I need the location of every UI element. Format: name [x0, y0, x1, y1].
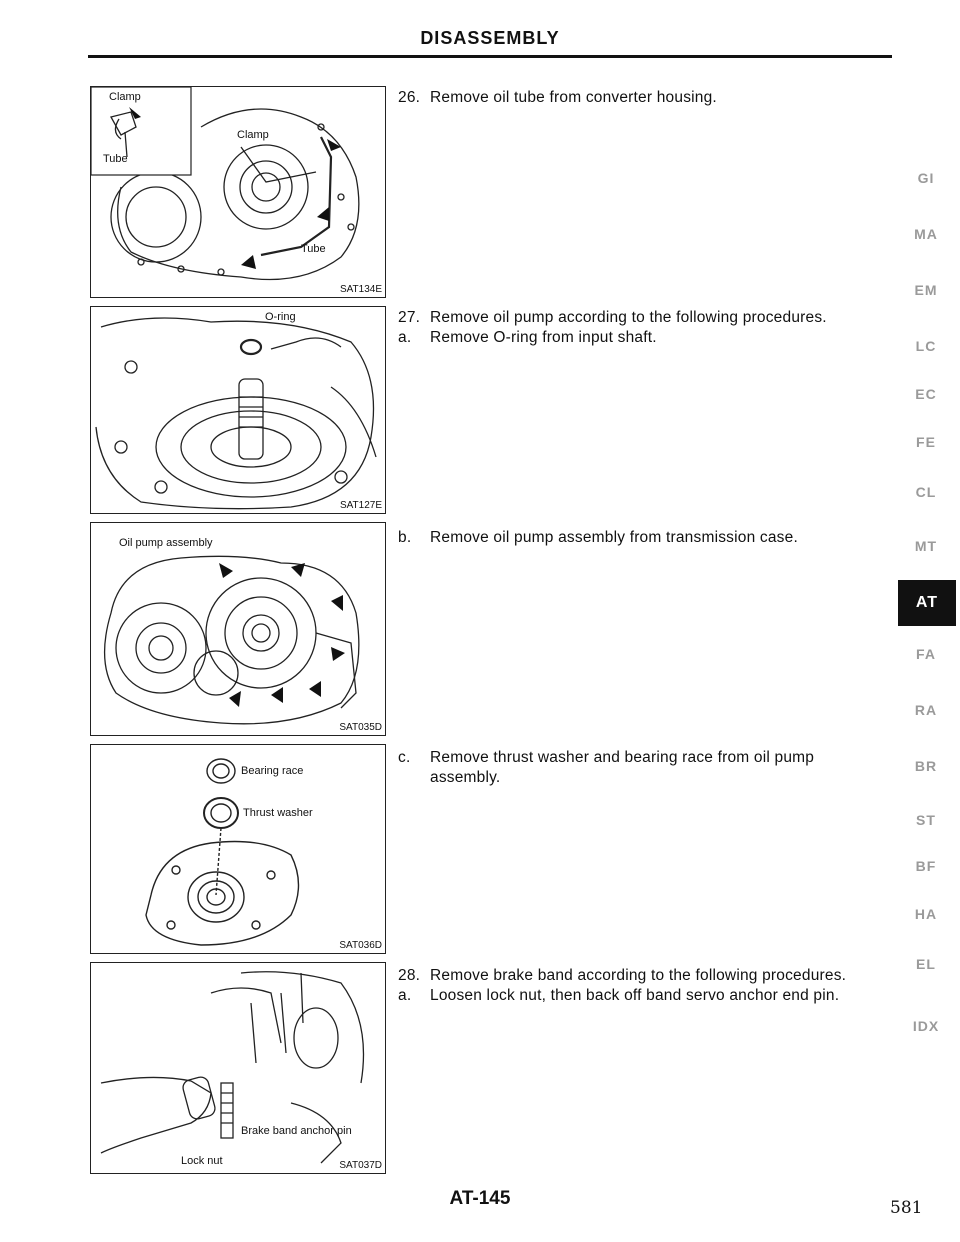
- step-letter: a.: [398, 987, 412, 1004]
- step-27a: a. Remove O-ring from input shaft.: [398, 328, 888, 348]
- figure-code: SAT036D: [339, 940, 382, 951]
- figure-o-ring: O-ring SAT127E: [90, 306, 386, 514]
- label-tube-inset: Tube: [103, 153, 128, 165]
- section-page-id: AT-145: [449, 1188, 511, 1209]
- figure-code: SAT035D: [339, 722, 382, 733]
- label-brake-band-anchor-pin: Brake band anchor pin: [241, 1125, 352, 1137]
- header-rule: [88, 55, 892, 58]
- side-tab-em[interactable]: EM: [914, 282, 938, 298]
- page-number: 581: [890, 1198, 923, 1218]
- side-tab-bf[interactable]: BF: [915, 858, 937, 874]
- step-letter: c.: [398, 749, 411, 766]
- figure-brake-band: Brake band anchor pin Lock nut SAT037D: [90, 962, 386, 1174]
- figure-oil-tube: Clamp Tube Clamp Tube SAT134E: [90, 86, 386, 298]
- step-28: 28. Remove brake band according to the fo…: [398, 966, 888, 986]
- figure-thrust-washer: Bearing race Thrust washer SAT036D: [90, 744, 386, 954]
- side-tab-cl[interactable]: CL: [915, 484, 937, 500]
- step-27b: b. Remove oil pump assembly from transmis…: [398, 528, 888, 548]
- label-oil-pump-assembly: Oil pump assembly: [119, 537, 213, 549]
- side-tab-fa[interactable]: FA: [916, 646, 936, 662]
- side-tab-fe[interactable]: FE: [916, 434, 936, 450]
- step-text: Remove O-ring from input shaft.: [430, 329, 657, 346]
- step-text: Remove oil pump according to the followi…: [430, 309, 827, 326]
- label-o-ring: O-ring: [265, 311, 296, 323]
- step-text: Remove thrust washer and bearing race fr…: [430, 749, 815, 786]
- o-ring-illustration: [95, 317, 377, 510]
- figure-code: SAT127E: [339, 500, 382, 511]
- side-tab-lc[interactable]: LC: [915, 338, 937, 354]
- side-tab-gi[interactable]: GI: [917, 170, 935, 186]
- step-text: Remove oil pump assembly from transmissi…: [430, 529, 798, 546]
- label-lock-nut: Lock nut: [181, 1155, 223, 1167]
- step-text: Loosen lock nut, then back off band serv…: [430, 987, 840, 1004]
- side-tab-ma[interactable]: MA: [914, 226, 938, 242]
- side-tab-ec[interactable]: EC: [915, 386, 937, 402]
- figure-oil-pump-assembly: Oil pump assembly SAT035D: [90, 522, 386, 736]
- side-tab-at-active[interactable]: AT: [898, 580, 956, 626]
- thrust-washer-illustration: [145, 758, 300, 946]
- step-text: Remove oil tube from converter housing.: [430, 89, 717, 106]
- side-tab-mt[interactable]: MT: [914, 538, 938, 554]
- step-26: 26. Remove oil tube from converter housin…: [398, 88, 888, 108]
- oil-tube-illustration: [91, 87, 360, 281]
- oil-pump-illustration: [103, 555, 360, 725]
- label-thrust-washer: Thrust washer: [243, 807, 313, 819]
- page-title: DISASSEMBLY: [420, 28, 560, 48]
- label-tube: Tube: [301, 243, 326, 255]
- label-clamp: Clamp: [237, 129, 269, 141]
- side-tab-el[interactable]: EL: [916, 956, 936, 972]
- side-tab-st[interactable]: ST: [916, 812, 936, 828]
- step-letter: b.: [398, 529, 412, 546]
- label-bearing-race: Bearing race: [241, 765, 304, 777]
- brake-band-illustration: [100, 971, 365, 1164]
- side-tab-idx[interactable]: IDX: [912, 1018, 940, 1034]
- step-27c: c. Remove thrust washer and bearing race …: [398, 748, 848, 788]
- side-tab-ra[interactable]: RA: [914, 702, 938, 718]
- step-number: 27.: [398, 309, 421, 326]
- figure-code: SAT037D: [339, 1160, 382, 1171]
- label-clamp-inset: Clamp: [109, 91, 141, 103]
- step-number: 26.: [398, 89, 421, 106]
- side-tab-br[interactable]: BR: [914, 758, 938, 774]
- step-letter: a.: [398, 329, 412, 346]
- step-text: Remove brake band according to the follo…: [430, 967, 847, 984]
- figure-code: SAT134E: [339, 284, 382, 295]
- side-tab-ha[interactable]: HA: [914, 906, 938, 922]
- step-27: 27. Remove oil pump according to the foll…: [398, 308, 888, 328]
- step-28a: a. Loosen lock nut, then back off band se…: [398, 986, 888, 1006]
- step-number: 28.: [398, 967, 421, 984]
